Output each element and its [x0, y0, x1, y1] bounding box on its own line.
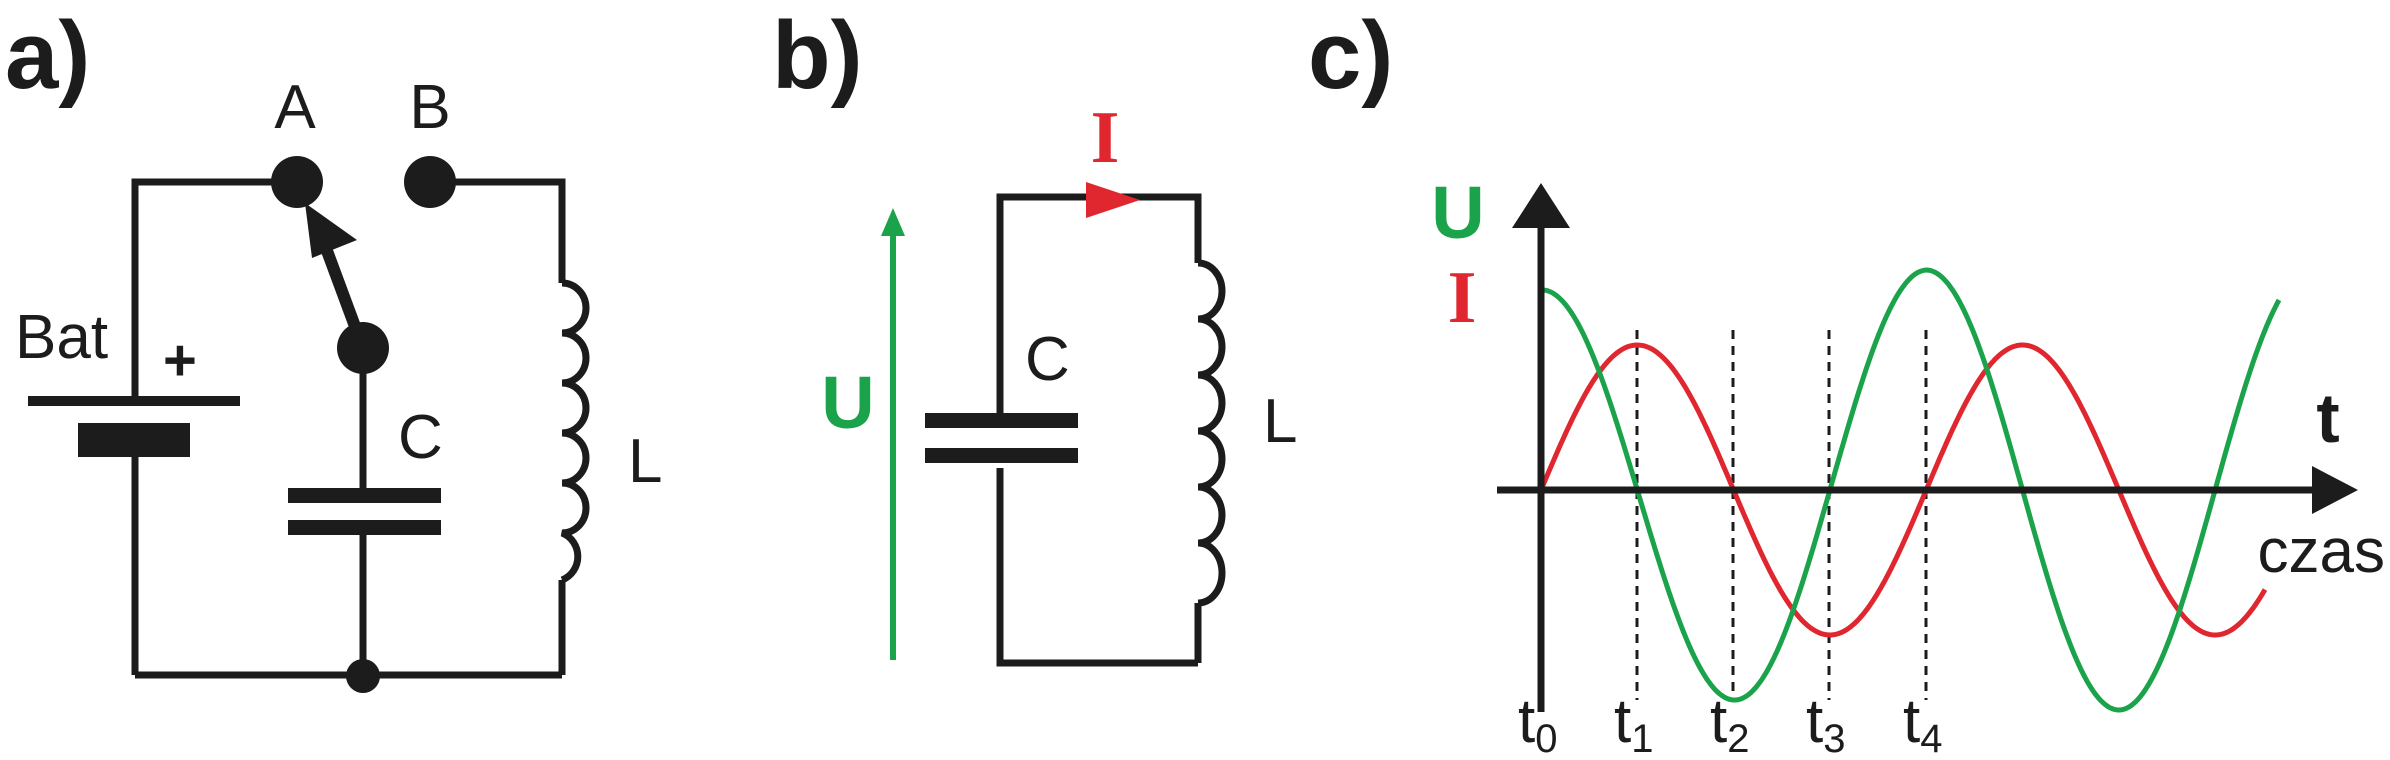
voltage-arrow: [881, 208, 905, 660]
x-axis-arrowhead: [2312, 466, 2358, 514]
panel-b-label: b): [772, 2, 863, 109]
switch-contact-b: [404, 156, 456, 208]
switch-b-label: B: [409, 73, 450, 142]
inductor-label-a: L: [628, 427, 662, 496]
capacitor-c-panel-a: [288, 488, 441, 535]
switch-assembly: [271, 156, 456, 693]
y-axis-arrowhead: [1512, 183, 1570, 228]
chart-axes: [1497, 183, 2358, 712]
battery-symbol: [28, 396, 240, 457]
x-axis-symbol: t: [2316, 379, 2339, 457]
junction-dot: [346, 659, 380, 693]
current-curve: [1538, 342, 2268, 638]
time-label-t0: t0: [1518, 687, 1557, 760]
panel-a: a) A B Bat +: [5, 2, 662, 693]
inductor-l-panel-a: [560, 279, 590, 584]
time-label-t2: t2: [1710, 687, 1749, 760]
switch-contact-a: [271, 156, 323, 208]
time-label-t1: t1: [1614, 687, 1653, 760]
time-label-t3: t3: [1806, 687, 1845, 760]
voltage-curve: [1541, 267, 2282, 713]
panel-a-label: a): [5, 2, 90, 109]
panel-b: b) I U C L: [772, 2, 1297, 667]
time-guide-lines: [1635, 330, 1928, 700]
current-label-b: I: [1091, 97, 1120, 179]
panel-c: c) U I t czas t0 t1 t2 t3 t4: [1308, 2, 2385, 760]
capacitor-c-panel-b: [925, 413, 1078, 463]
time-labels: t0 t1 t2 t3 t4: [1518, 687, 1942, 760]
switch-pivot: [337, 322, 389, 374]
time-label-t4: t4: [1903, 687, 1942, 760]
inductor-l-panel-b: [1197, 259, 1226, 607]
capacitor-label-b: C: [1025, 325, 1070, 394]
panel-a-wires: [131, 178, 566, 679]
capacitor-label-a: C: [398, 403, 443, 472]
y-label-voltage: U: [1431, 171, 1484, 254]
battery-plus-label: +: [163, 328, 197, 393]
x-axis-word: czas: [2258, 517, 2385, 586]
panel-b-wires: [996, 193, 1202, 667]
voltage-label-b: U: [821, 361, 874, 444]
battery-label: Bat: [15, 303, 108, 372]
panel-c-label: c): [1308, 2, 1393, 109]
inductor-label-b: L: [1263, 387, 1297, 456]
y-label-current: I: [1448, 257, 1477, 339]
switch-a-label: A: [274, 73, 316, 142]
current-direction-arrow: [1086, 182, 1140, 218]
